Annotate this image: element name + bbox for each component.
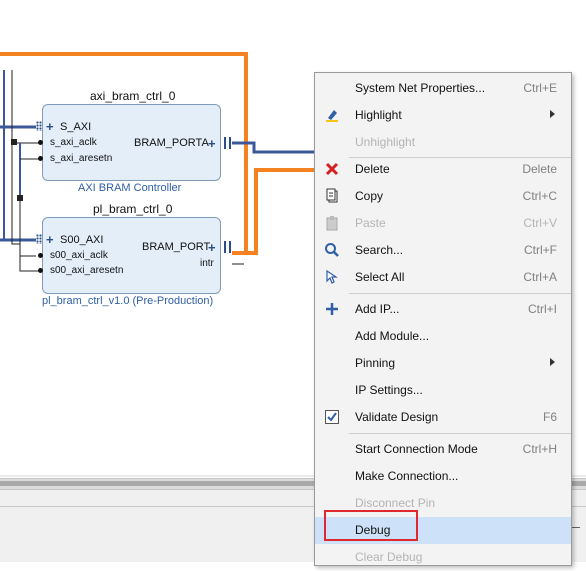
menu-item-shortcut: F6 — [542, 410, 557, 424]
menu-item-shortcut: Delete — [522, 162, 557, 176]
port-s00-axi-aclk[interactable]: s00_axi_aclk — [50, 250, 108, 261]
menu-item-disconnect-pin[interactable]: Disconnect Pin — [315, 490, 571, 517]
menu-item-label: Pinning — [355, 356, 396, 370]
select-all-icon — [324, 269, 340, 285]
expand-plus-icon[interactable]: + — [46, 119, 54, 134]
panel-divider — [0, 506, 586, 507]
axi-bram-ctrl-block[interactable] — [42, 104, 221, 181]
menu-item-select-all[interactable]: Select All Ctrl+A — [315, 264, 571, 291]
menu-item-paste[interactable]: Paste Ctrl+V — [315, 210, 571, 237]
port-s-axi[interactable]: S_AXI — [60, 121, 92, 133]
debug-annotation-box — [324, 510, 418, 541]
submenu-arrow-icon — [550, 358, 555, 366]
scrollbar-thumb[interactable] — [0, 481, 586, 486]
validate-check-icon — [324, 409, 340, 425]
menu-separator — [349, 433, 571, 434]
expand-plus-icon[interactable]: + — [208, 240, 216, 255]
menu-item-label: Select All — [355, 270, 405, 284]
port-s-axi-aresetn[interactable]: s_axi_aresetn — [50, 153, 113, 164]
submenu-arrow-icon — [550, 110, 555, 118]
menu-item-search[interactable]: Search... Ctrl+F — [315, 237, 571, 264]
bus-interface-grip-icon — [36, 234, 42, 244]
menu-item-label: Start Connection Mode — [355, 442, 478, 456]
menu-item-label: Paste — [355, 216, 386, 230]
menu-item-shortcut: Ctrl+I — [527, 302, 557, 316]
highlighted-net-bram — [232, 168, 320, 255]
menu-item-label: Debug — [355, 523, 391, 537]
menu-item-label: Delete — [355, 162, 390, 176]
delete-x-icon — [324, 161, 340, 177]
port-bram-porta[interactable]: BRAM_PORTA — [134, 137, 209, 149]
menu-item-make-connection[interactable]: Make Connection... — [315, 463, 571, 490]
menu-item-pinning[interactable]: Pinning — [315, 350, 571, 377]
menu-item-label: Highlight — [355, 108, 402, 122]
minimize-icon[interactable]: – — [572, 518, 580, 534]
menu-item-add-ip[interactable]: Add IP... Ctrl+I — [315, 296, 571, 323]
menu-item-validate-design[interactable]: Validate Design F6 — [315, 404, 571, 431]
menu-item-ip-settings[interactable]: IP Settings... — [315, 377, 571, 404]
highlight-pen-icon — [324, 107, 340, 123]
search-icon — [324, 242, 340, 258]
expand-plus-icon[interactable]: + — [208, 136, 216, 151]
menu-item-label: Add IP... — [355, 302, 400, 316]
menu-item-shortcut: Ctrl+H — [522, 442, 557, 456]
menu-item-shortcut: Ctrl+A — [523, 270, 557, 284]
menu-item-copy[interactable]: Copy Ctrl+C — [315, 183, 571, 210]
block2-instance-name: pl_bram_ctrl_0 — [93, 202, 173, 216]
plus-icon — [324, 301, 340, 317]
bram-porta-bus — [232, 141, 320, 154]
pin-s00-axi-aclk[interactable] — [38, 253, 43, 258]
menu-item-label: Clear Debug — [355, 550, 423, 564]
menu-item-label: Make Connection... — [355, 469, 459, 483]
menu-item-shortcut: Ctrl+F — [524, 243, 557, 257]
bus-interface-grip-icon — [36, 121, 42, 131]
menu-item-shortcut: Ctrl+E — [523, 81, 557, 95]
menu-item-label: IP Settings... — [355, 383, 423, 397]
bus-connector-icon — [224, 241, 231, 253]
clk-wire-top — [11, 70, 36, 257]
pin-s-axi-aclk[interactable] — [38, 140, 43, 145]
port-s-axi-aclk[interactable]: s_axi_aclk — [50, 137, 97, 148]
port-s00-axi-aresetn[interactable]: s00_axi_aresetn — [50, 265, 124, 276]
menu-item-add-module[interactable]: Add Module... — [315, 323, 571, 350]
port-intr[interactable]: intr — [200, 258, 214, 269]
expand-plus-icon[interactable]: + — [46, 232, 54, 247]
menu-item-shortcut: Ctrl+V — [523, 216, 557, 230]
menu-item-label: Validate Design — [355, 410, 439, 424]
context-menu: System Net Properties... Ctrl+E Highligh… — [314, 72, 572, 566]
block1-ip-name: AXI BRAM Controller — [78, 182, 182, 194]
menu-item-system-net-properties[interactable]: System Net Properties... Ctrl+E — [315, 75, 571, 102]
menu-item-delete[interactable]: Delete Delete — [315, 156, 571, 183]
bus-connector-icon — [224, 137, 231, 149]
port-bram-port[interactable]: BRAM_PORT — [142, 241, 211, 253]
junction-dot-2 — [11, 139, 17, 145]
paste-icon — [324, 215, 340, 231]
junction-dot-1 — [17, 195, 23, 201]
menu-item-label: Copy — [355, 189, 384, 203]
menu-separator — [349, 293, 571, 294]
menu-item-label: Unhighlight — [355, 135, 416, 149]
menu-item-clear-debug[interactable]: Clear Debug — [315, 544, 571, 571]
menu-item-label: System Net Properties... — [355, 81, 486, 95]
pin-s-axi-aresetn[interactable] — [38, 156, 43, 161]
copy-icon — [324, 188, 340, 204]
menu-item-label: Search... — [355, 243, 404, 257]
menu-item-label: Disconnect Pin — [355, 496, 436, 510]
menu-item-highlight[interactable]: Highlight — [315, 102, 571, 129]
menu-item-start-connection-mode[interactable]: Start Connection Mode Ctrl+H — [315, 436, 571, 463]
menu-item-shortcut: Ctrl+C — [522, 189, 557, 203]
menu-item-label: Add Module... — [355, 329, 430, 343]
menu-separator — [349, 157, 571, 158]
menu-item-unhighlight[interactable]: Unhighlight — [315, 129, 571, 156]
port-s00-axi[interactable]: S00_AXI — [60, 234, 104, 246]
pin-s00-axi-aresetn[interactable] — [38, 268, 43, 273]
block2-ip-name: pl_bram_ctrl_v1.0 (Pre-Production) — [42, 295, 214, 307]
rst-wire-2 — [19, 198, 40, 272]
block1-instance-name: axi_bram_ctrl_0 — [90, 89, 176, 103]
